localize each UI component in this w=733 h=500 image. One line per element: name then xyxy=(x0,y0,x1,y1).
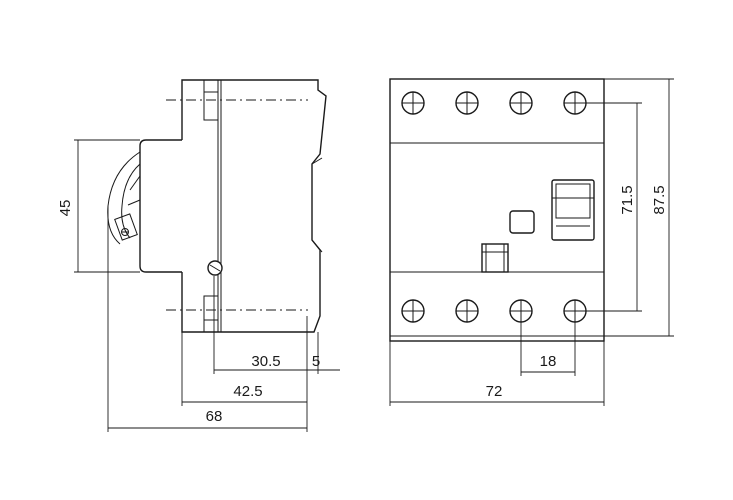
top-terminals xyxy=(401,91,587,115)
terminal-screw-top-3 xyxy=(509,91,533,115)
front-dimensions: 71.5 87.5 18 72 xyxy=(389,78,674,406)
dim-72-label: 72 xyxy=(486,383,503,400)
dim-18-label: 18 xyxy=(540,353,557,370)
side-dimensions: 45 30.5 5 42.5 68 xyxy=(57,139,340,432)
dim-71-5-label: 71.5 xyxy=(619,185,636,214)
lever-toggle xyxy=(114,175,141,241)
terminal-screw-bottom-3 xyxy=(509,299,533,323)
front-outline xyxy=(389,78,605,342)
dim-30-5-label: 30.5 xyxy=(251,353,280,370)
front-lever xyxy=(551,179,595,241)
bottom-terminals xyxy=(401,299,587,323)
dim-45-label: 45 xyxy=(57,200,74,217)
trip-indicator xyxy=(481,243,509,273)
terminal-screw-bottom-1 xyxy=(401,299,425,323)
lever-arc xyxy=(107,151,141,245)
top-terminal-screw xyxy=(203,79,219,121)
lever-inner-arc xyxy=(121,163,141,239)
side-screw xyxy=(207,260,223,276)
dim-87-5-label: 87.5 xyxy=(651,185,668,214)
side-view xyxy=(107,79,327,333)
lever-housing xyxy=(139,139,182,273)
terminal-screw-top-2 xyxy=(455,91,479,115)
test-button xyxy=(509,210,535,234)
terminal-screw-bottom-2 xyxy=(455,299,479,323)
dim-5-label: 5 xyxy=(312,353,320,370)
dim-42-5-label: 42.5 xyxy=(233,383,262,400)
bottom-terminal-screw xyxy=(203,295,219,333)
terminal-screw-top-1 xyxy=(401,91,425,115)
dim-68-label: 68 xyxy=(206,408,223,425)
din-clip xyxy=(311,157,323,253)
front-view xyxy=(389,78,605,342)
